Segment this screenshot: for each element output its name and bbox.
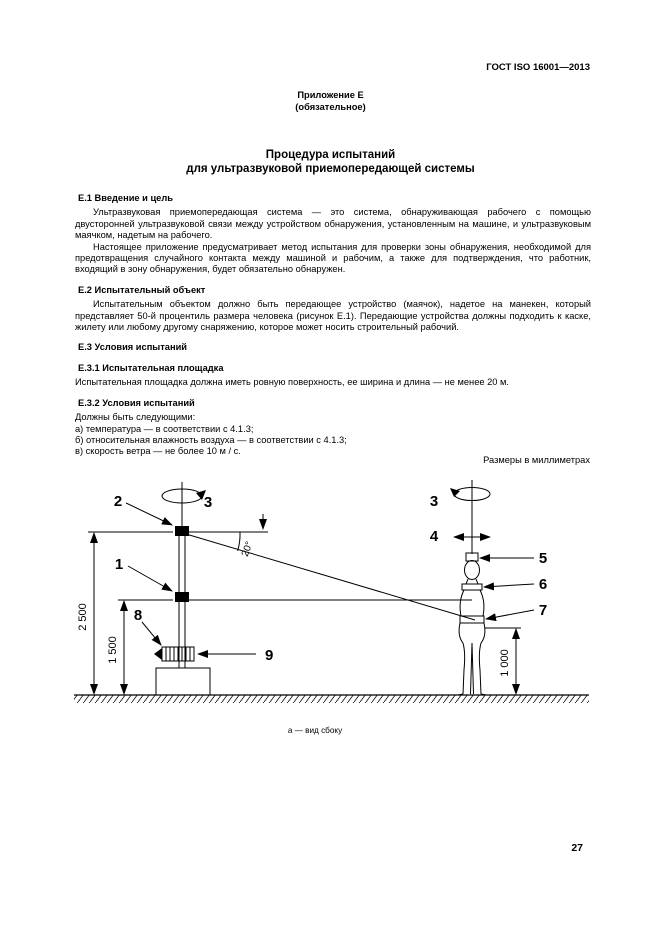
section-e1-paragraph-1: Ультразвуковая приемопередающая система …	[75, 207, 591, 241]
mannequin-head	[464, 560, 480, 580]
page-title: Процедура испытаний для ультразвуковой п…	[0, 148, 661, 176]
dimension-1000: 1 000	[485, 627, 521, 695]
callout-4: 4	[430, 528, 439, 545]
figure-e1: 20° 2 500 1 500	[72, 470, 602, 720]
shoulder-beacon	[461, 583, 483, 591]
ground-surface	[74, 694, 589, 703]
dimension-2500-label: 2 500	[77, 603, 89, 631]
detection-lines: 20°	[185, 514, 476, 621]
mannequin-torso	[459, 589, 485, 617]
mast-rotation-arrowhead	[196, 490, 206, 500]
callout-7: 7	[539, 602, 547, 619]
dimension-1500-label: 1 500	[107, 636, 119, 664]
document-reference: ГОСТ ISO 16001—2013	[486, 62, 590, 73]
callout-3-machine: 3	[204, 494, 212, 511]
condition-item-a: а) температура — в соответствии с 4.1.3;	[75, 423, 254, 434]
callout-8: 8	[134, 607, 142, 624]
section-e3-heading: Е.3 Условия испытаний	[78, 342, 188, 353]
callout-6: 6	[539, 576, 547, 593]
dimension-2500: 2 500	[77, 531, 173, 695]
page-title-line1: Процедура испытаний	[265, 149, 396, 161]
callout-numbers: 1 2 3 3 4 5 6 7 8 9	[114, 493, 547, 664]
mannequin-rotation-arrowhead	[450, 488, 460, 497]
angle-arc	[237, 531, 241, 551]
angle-label: 20°	[240, 540, 256, 558]
section-e32-heading: Е.3.2 Условия испытаний	[78, 397, 195, 408]
section-e2-heading: Е.2 Испытательный объект	[78, 284, 206, 295]
callout-5: 5	[539, 550, 547, 567]
annex-subtitle: (обязательное)	[295, 102, 366, 112]
mannequin-legs	[458, 622, 486, 695]
callout-1: 1	[115, 556, 123, 573]
diagonal-sight-line	[185, 533, 476, 621]
page-title-line2: для ультразвуковой приемопередающей сист…	[186, 163, 475, 175]
annex-heading: Приложение Е (обязательное)	[0, 89, 661, 113]
lower-detection-device	[175, 592, 189, 602]
dimension-1000-label: 1 000	[499, 649, 511, 677]
machine-mast	[155, 482, 211, 696]
section-e2-paragraph-1: Испытательным объектом должно быть перед…	[75, 299, 591, 333]
base-transducer	[154, 646, 195, 662]
units-note: Размеры в миллиметрах	[483, 455, 590, 465]
upper-detection-device	[175, 526, 189, 536]
figure-e1-side-view: 20° 2 500 1 500	[74, 480, 589, 703]
callout-3-mannequin: 3	[430, 493, 438, 510]
mannequin-neck	[465, 578, 479, 585]
waist-beacon	[459, 615, 485, 624]
callout-9: 9	[265, 647, 273, 664]
mast-base-block	[155, 667, 211, 696]
section-e31-paragraph-1: Испытательная площадка должна иметь ровн…	[75, 377, 510, 388]
condition-item-c: в) скорость ветра — не более 10 м / с.	[75, 446, 241, 457]
figure-caption: а — вид сбоку	[287, 726, 343, 735]
annex-title: Приложение Е	[297, 90, 364, 100]
mannequin	[450, 480, 491, 696]
document-body: Е.1 Введение и цель Ультразвуковая прием…	[75, 193, 591, 458]
section-e31-heading: Е.3.1 Испытательная площадка	[78, 362, 224, 373]
callout-2: 2	[114, 493, 122, 510]
dimension-1500: 1 500	[107, 599, 173, 695]
section-e1-paragraph-2: Настоящее приложение предусматривает мет…	[75, 241, 591, 275]
page-number: 27	[571, 842, 583, 854]
head-beacon	[465, 552, 479, 562]
section-e32-intro: Должны быть следующими:	[75, 412, 196, 423]
callout-leaders	[125, 502, 535, 658]
section-e1-heading: Е.1 Введение и цель	[78, 193, 173, 203]
transducer-cone	[154, 648, 162, 660]
condition-item-b: б) относительная влажность воздуха — в с…	[75, 434, 347, 445]
mannequin-feet	[457, 693, 487, 696]
